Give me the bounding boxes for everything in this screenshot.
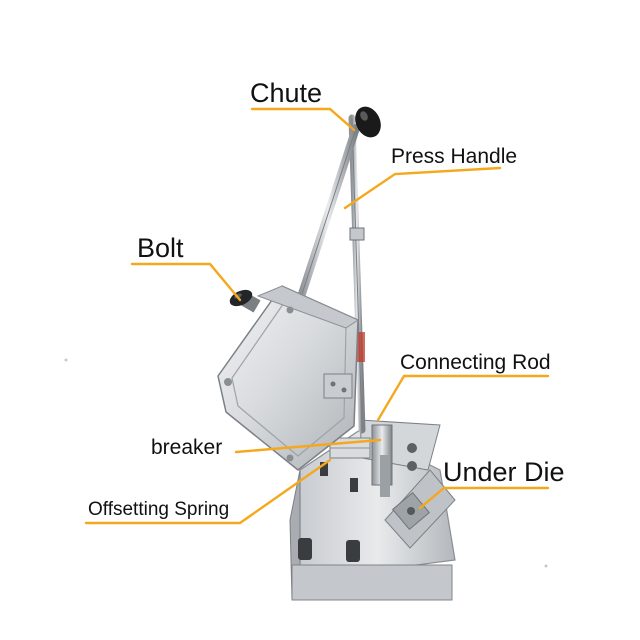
leader-breaker [234,438,382,454]
leader-offsetting-spring [84,458,332,525]
label-connecting-rod: Connecting Rod [400,351,551,374]
leader-bolt [130,262,242,302]
label-offsetting-spring: Offsetting Spring [88,499,230,520]
label-breaker: breaker [151,436,223,459]
linkage [320,419,441,497]
stray-dots [64,358,548,568]
handle-knob [355,106,381,138]
leader-chute [250,107,356,132]
leader-press-handle [343,166,502,210]
label-press-handle: Press Handle [391,145,518,168]
press-handle-rod [348,114,366,434]
label-bolt: Bolt [137,233,184,263]
leader-connecting-rod [376,374,550,422]
label-chute: Chute [250,78,323,108]
chute-tube [296,124,360,304]
leader-lines [84,107,550,525]
main-housing [217,285,360,471]
label-under-die: Under Die [443,457,565,487]
leader-under-die [418,486,550,510]
